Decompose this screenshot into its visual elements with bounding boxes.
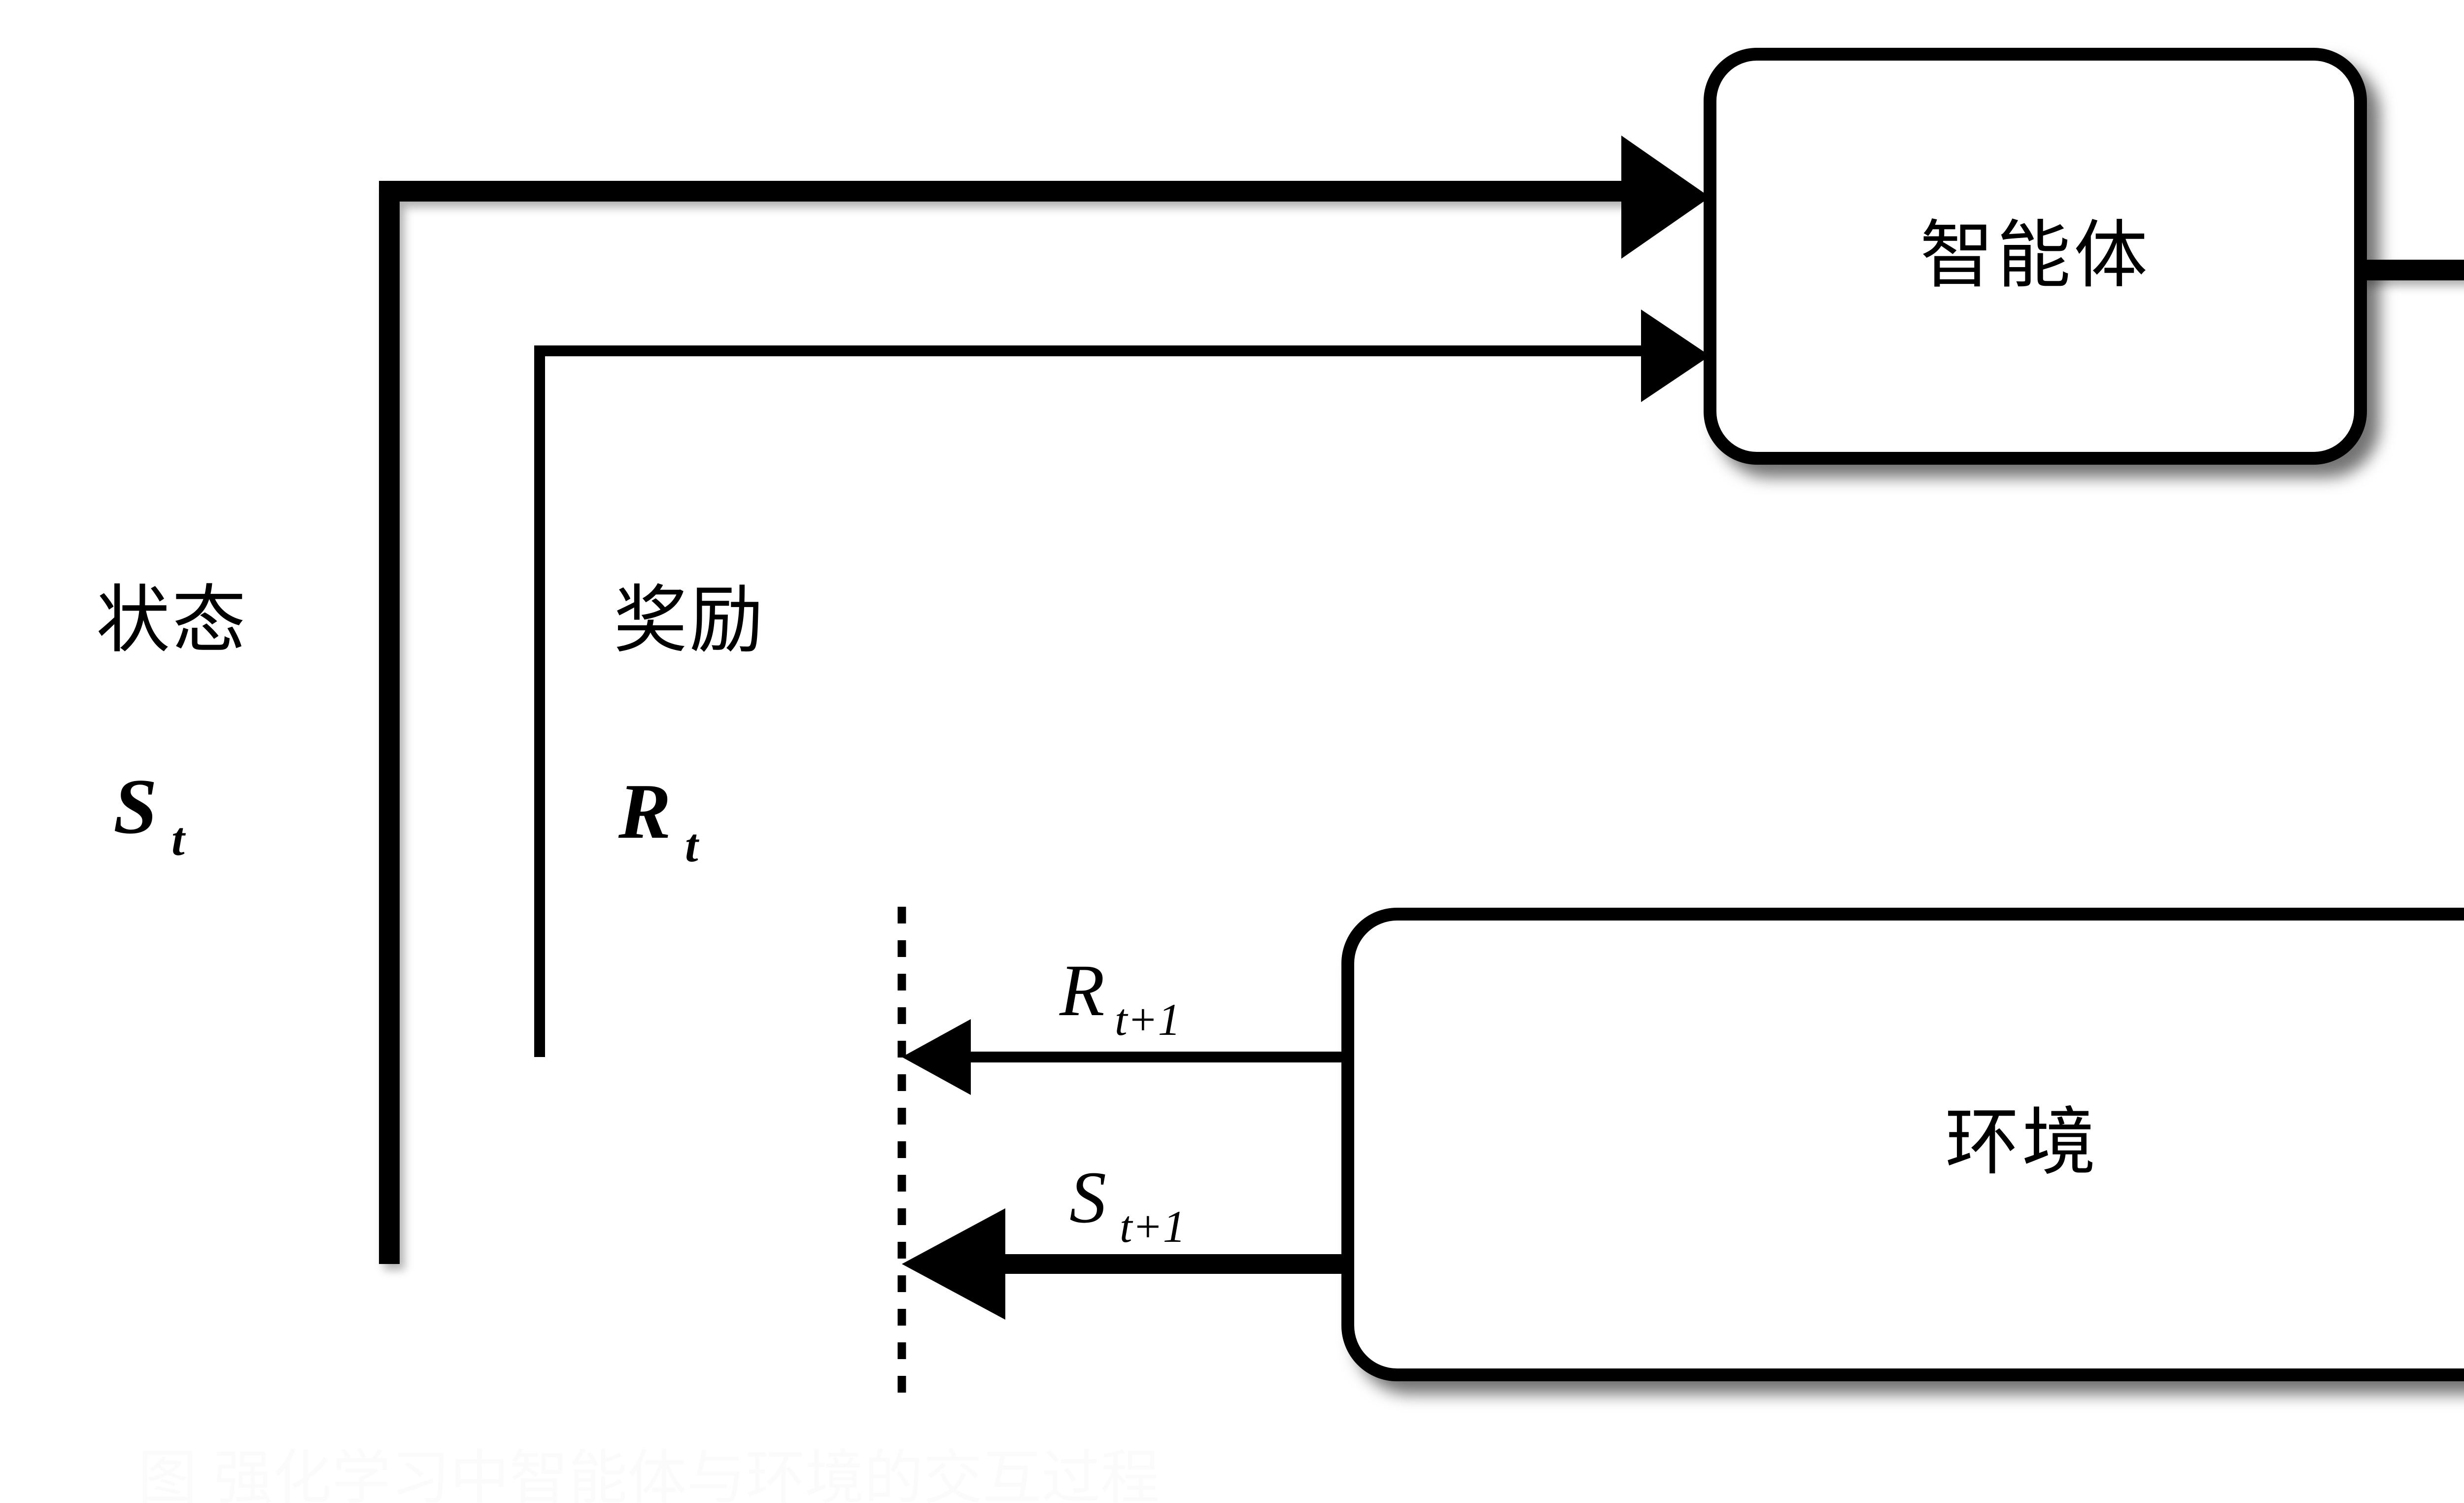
reward-line <box>534 345 1646 1057</box>
label-reward: 奖励 R t <box>614 579 765 872</box>
node-environment[interactable]: 环境 <box>1341 908 2464 1381</box>
edge-state-to-agent <box>379 136 1710 1264</box>
edge-next-reward <box>902 1019 1348 1095</box>
environment-label: 环境 <box>1945 1101 2099 1184</box>
next-reward-symbol: R <box>1059 950 1105 1031</box>
next-reward-subscript: t+1 <box>1115 994 1181 1045</box>
edge-reward-to-agent <box>534 309 1710 1057</box>
agent-label: 智能体 <box>1920 214 2151 297</box>
label-next-state: S t+1 <box>1069 1157 1186 1252</box>
agent-box[interactable] <box>1704 48 2367 465</box>
state-line <box>379 181 1626 1264</box>
next-reward-arrowhead-icon <box>902 1019 971 1095</box>
node-agent[interactable]: 智能体 <box>1704 48 2367 465</box>
label-next-reward: R t+1 <box>1059 950 1181 1045</box>
next-state-arrowhead-icon <box>902 1208 1005 1320</box>
state-symbol: S <box>113 762 157 850</box>
reward-symbol: R <box>618 767 671 855</box>
next-state-symbol: S <box>1069 1157 1106 1238</box>
state-label-cn: 状态 <box>96 579 248 661</box>
edge-next-state <box>902 1208 1348 1320</box>
state-arrowhead-icon <box>1621 136 1710 259</box>
environment-box[interactable] <box>1341 908 2464 1381</box>
reward-arrowhead-icon <box>1641 309 1710 402</box>
state-symbol-subscript: t <box>171 813 186 865</box>
next-state-subscript: t+1 <box>1120 1201 1186 1252</box>
figure-caption: 图 强化学习中智能体与环境的交互过程 <box>138 1445 1160 1503</box>
reward-symbol-subscript: t <box>685 819 700 872</box>
reward-label-cn: 奖励 <box>614 579 765 661</box>
label-state: 状态 S t <box>96 579 248 865</box>
